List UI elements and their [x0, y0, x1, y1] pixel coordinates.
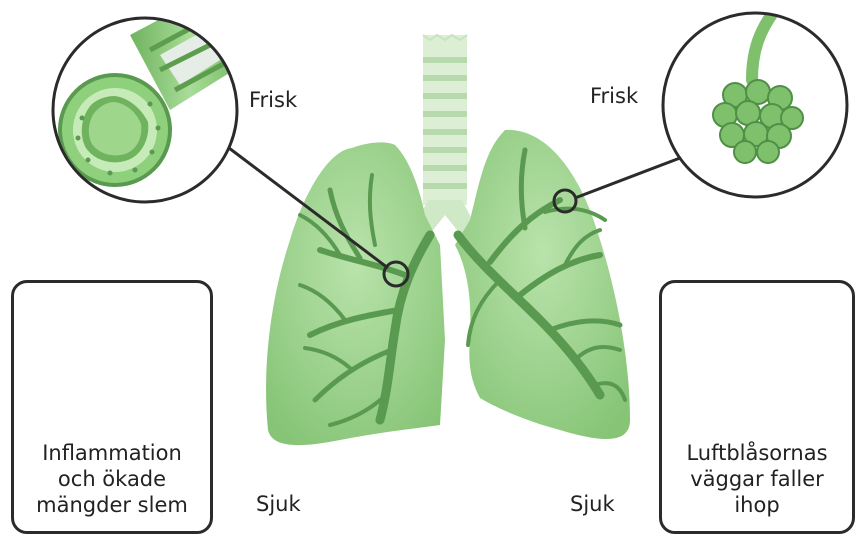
label-healthy-right: Frisk	[590, 86, 638, 107]
caption-line: mängder slem	[14, 492, 210, 518]
caption-line: ihop	[662, 492, 852, 518]
caption-line: väggar faller	[662, 466, 852, 492]
healthy-alveoli-zoom	[663, 10, 847, 197]
caption-line: Inflammation	[14, 440, 210, 466]
label-healthy-left: Frisk	[249, 90, 297, 111]
label-sick-left: Sjuk	[256, 494, 301, 515]
sick-bronchus-caption: Inflammation och ökade mängder slem	[14, 440, 210, 518]
caption-line: Luftblåsornas	[662, 440, 852, 466]
healthy-bronchus-zoom	[53, 0, 250, 202]
caption-line: och ökade	[14, 466, 210, 492]
label-sick-right: Sjuk	[570, 494, 615, 515]
sick-alveoli-caption: Luftblåsornas väggar faller ihop	[662, 440, 852, 518]
left-lung	[266, 142, 445, 445]
